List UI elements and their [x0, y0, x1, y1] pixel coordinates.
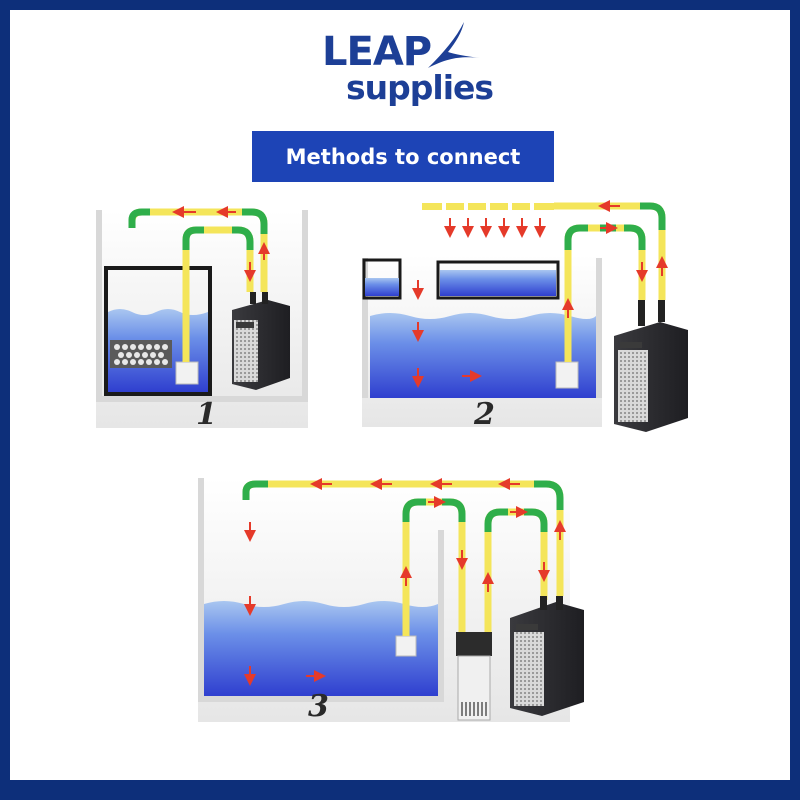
- overflow-box-left: [362, 258, 402, 300]
- spray-bar: [422, 203, 554, 210]
- diagram-2-overflow-tank: 2: [362, 200, 688, 432]
- logo-text-supplies: supplies: [346, 68, 494, 107]
- brand-logo: LEAP supplies: [322, 22, 494, 110]
- chiller-unit: [510, 596, 584, 716]
- pump: [555, 361, 579, 389]
- inline-filter: [456, 632, 492, 721]
- diagram-1-single-tank: 1: [96, 206, 308, 432]
- bird-swoosh-icon: [428, 22, 480, 68]
- pump: [395, 635, 417, 657]
- upper-tank: [436, 260, 560, 300]
- aquarium-tank: [104, 266, 212, 396]
- chiller-unit: [614, 300, 688, 432]
- diagram-3-sump-return: 3: [198, 478, 584, 724]
- title-text: Methods to connect: [285, 144, 521, 169]
- logo-text-leap: LEAP: [322, 29, 432, 75]
- chiller-unit: [232, 292, 290, 390]
- tank-water: [204, 601, 438, 696]
- diagram-1-label: 1: [196, 397, 217, 432]
- title-banner: Methods to connect: [252, 131, 554, 182]
- pump: [175, 361, 199, 385]
- diagram-3-label: 3: [308, 689, 329, 724]
- diagram-2-label: 2: [473, 397, 495, 432]
- sump-water: [370, 313, 596, 398]
